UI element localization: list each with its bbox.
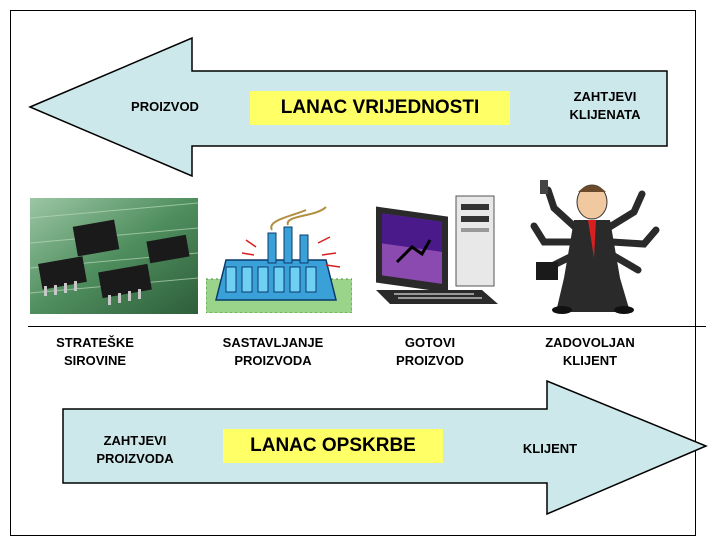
value-chain-right-label: ZAHTJEVI KLIJENATA: [569, 89, 641, 122]
stage-label: ZADOVOLJAN KLIJENT: [545, 335, 635, 368]
divider-line: [28, 326, 706, 327]
supply-chain-title: LANAC OPSKRBE: [223, 429, 443, 463]
supply-chain-right-label: KLIJENT: [522, 441, 578, 456]
businessman-icon: [526, 178, 664, 314]
circuit-board-icon: [29, 198, 199, 314]
stage-label: SASTAVLJANJE PROIZVODA: [222, 335, 324, 368]
value-chain-title: LANAC VRIJEDNOSTI: [250, 91, 510, 125]
supply-chain-left-label: ZAHTJEVI PROIZVODA: [96, 433, 174, 466]
computer-icon: [372, 192, 506, 312]
factory-icon: [205, 205, 353, 314]
stage-label: GOTOVI PROIZVOD: [396, 335, 464, 368]
value-chain-left-label: PROIZVOD: [131, 99, 199, 114]
stage-label: STRATEŠKE SIROVINE: [56, 335, 134, 368]
